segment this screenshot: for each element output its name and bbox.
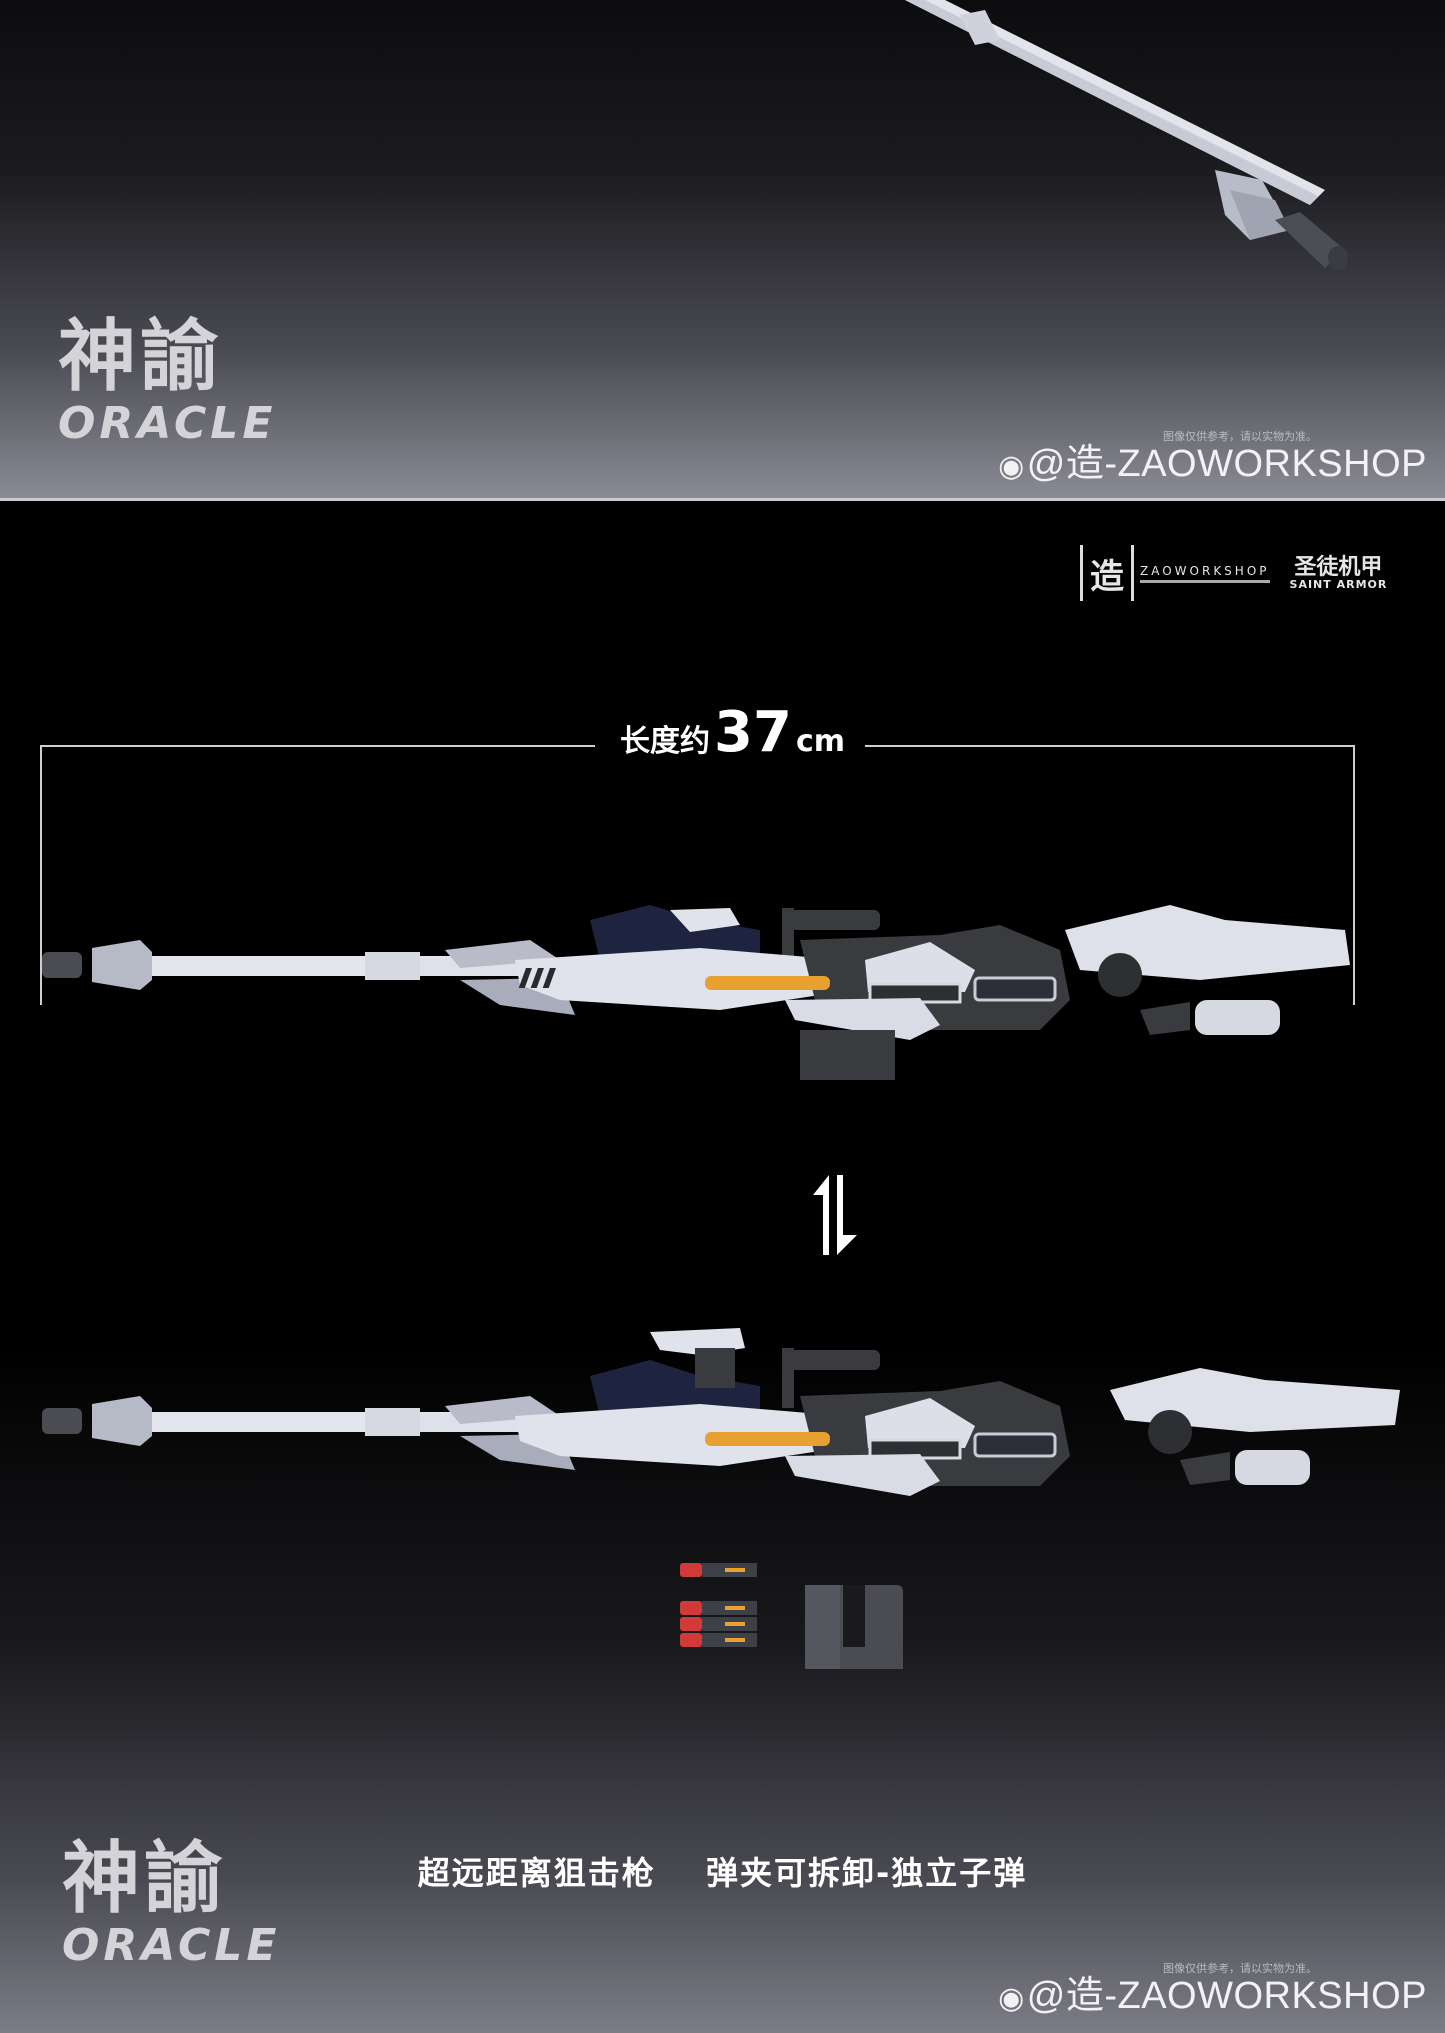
dimension-bracket xyxy=(40,745,1355,1005)
watermark-bottom: 图像仅供参考，请以实物为准。 ◉@造-ZAOWORKSHOP xyxy=(998,1960,1427,2018)
watermark: 图像仅供参考，请以实物为准。 ◉@造-ZAOWORKSHOP xyxy=(998,428,1427,486)
accessories-bullets-magazine xyxy=(680,1563,903,1669)
caption-part-1: 超远距离狙击枪 xyxy=(417,1854,656,1892)
dimension-line-left xyxy=(40,745,595,747)
weibo-icon: ◉ xyxy=(998,1982,1025,2015)
length-value: 37 xyxy=(714,700,792,765)
main-panel xyxy=(0,501,1445,2033)
dimension-line-right xyxy=(865,745,1355,747)
saint-armor-cn: 圣徒机甲 xyxy=(1294,554,1383,580)
logo-english: ORACLE xyxy=(58,398,277,449)
rifle-config-long xyxy=(42,905,1350,1080)
top-panel: 神諭 ORACLE 图像仅供参考，请以实物为准。 ◉@造-ZAOWORKSHOP xyxy=(0,0,1445,498)
weibo-handle[interactable]: @造-ZAOWORKSHOP xyxy=(1026,1975,1427,2017)
oracle-logo-bottom: 神諭 ORACLE xyxy=(62,1840,280,1968)
caption-part-2: 弹夹可拆卸-独立子弹 xyxy=(706,1854,1028,1892)
disclaimer-note: 图像仅供参考，请以实物为准。 xyxy=(1163,430,1317,443)
dimension-tick-right xyxy=(1353,745,1355,1005)
swap-vertical-arrows-icon xyxy=(813,1175,857,1255)
saint-armor-en: SAINT ARMOR xyxy=(1289,577,1388,591)
saint-armor-logo: 圣徒机甲 SAINT ARMOR xyxy=(1289,554,1388,591)
logo-chinese: 神諭 xyxy=(62,1833,227,1924)
length-unit: cm xyxy=(795,724,845,759)
oracle-logo: 神諭 ORACLE xyxy=(58,318,276,446)
weibo-icon: ◉ xyxy=(998,450,1025,483)
logo-english: ORACLE xyxy=(62,1920,281,1971)
logo-chinese: 神諭 xyxy=(58,311,223,402)
magazine xyxy=(805,1585,903,1669)
length-prefix: 长度约 xyxy=(620,724,710,759)
product-caption: 超远距离狙击枪 弹夹可拆卸-独立子弹 xyxy=(0,1848,1445,1894)
zao-text: ZAOWORKSHOP xyxy=(1140,564,1270,583)
bullet-stack xyxy=(680,1601,757,1647)
weibo-handle[interactable]: @造-ZAOWORKSHOP xyxy=(1026,443,1427,485)
zao-mark-icon: 造 xyxy=(1080,545,1134,601)
brand-logos: 造 ZAOWORKSHOP 圣徒机甲 SAINT ARMOR xyxy=(1080,545,1387,601)
disclaimer-note: 图像仅供参考，请以实物为准。 xyxy=(1163,1962,1317,1975)
dimension-tick-left xyxy=(40,745,42,1005)
panel-divider xyxy=(0,498,1445,501)
length-label: 长度约 37 cm xyxy=(620,700,845,765)
zaoworkshop-logo: 造 ZAOWORKSHOP xyxy=(1080,545,1270,601)
bullet-single xyxy=(680,1563,757,1577)
rifle-config-short xyxy=(42,1328,1400,1496)
rifle-barrel-diagonal xyxy=(905,0,1348,270)
